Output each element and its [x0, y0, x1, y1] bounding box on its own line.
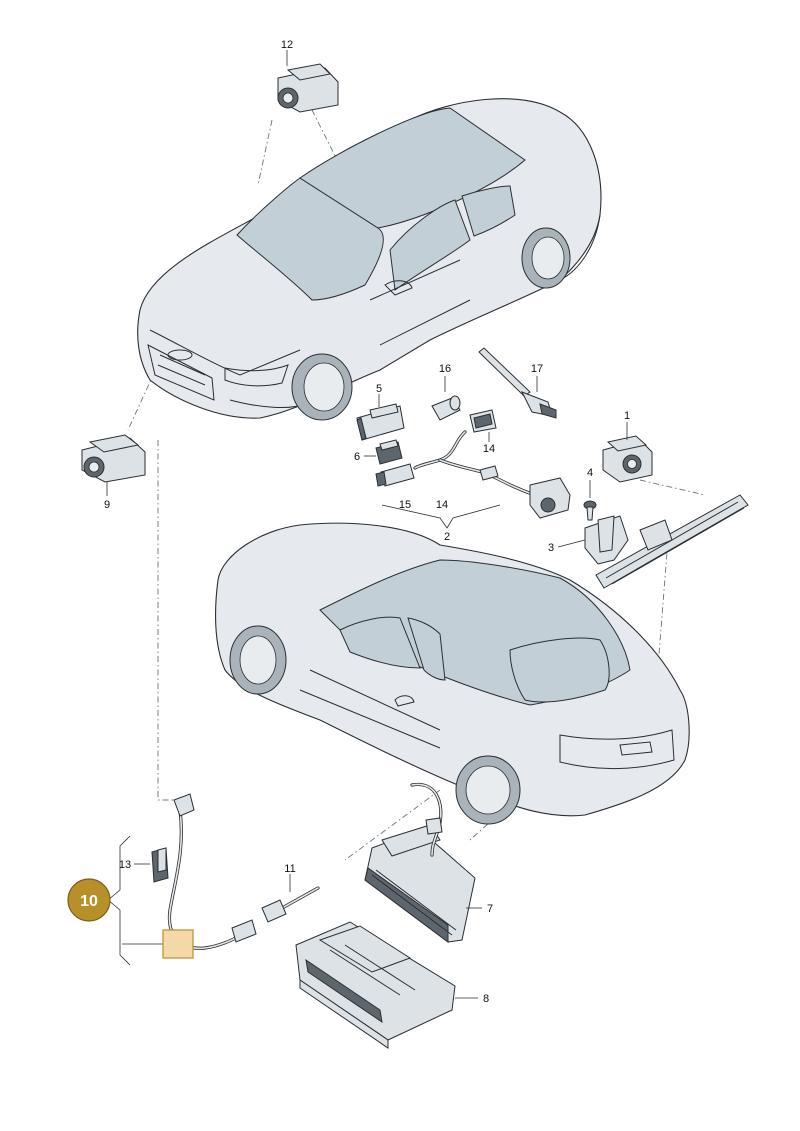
- callout-7[interactable]: 7: [487, 903, 493, 915]
- callout-12[interactable]: 12: [281, 39, 293, 51]
- callout-10: 10: [80, 893, 98, 910]
- part-7-control-unit: [364, 782, 482, 943]
- part-10-cable: [167, 793, 257, 950]
- callout-3[interactable]: 3: [548, 542, 554, 554]
- part-5-bracket: [356, 394, 405, 441]
- part-6-connector: [364, 439, 403, 465]
- part-17-cable-tie: [478, 347, 557, 419]
- part-4-screw: [583, 480, 597, 521]
- part-1-camera: [602, 422, 653, 483]
- callout-13[interactable]: 13: [119, 859, 131, 871]
- callout-16[interactable]: 16: [439, 363, 451, 375]
- callout-9[interactable]: 9: [104, 499, 110, 511]
- part-12-camera: [277, 50, 339, 113]
- callout-8[interactable]: 8: [483, 993, 489, 1005]
- callout-2[interactable]: 2: [444, 531, 450, 543]
- callout-1[interactable]: 1: [624, 410, 630, 422]
- car-rear-view: [215, 522, 690, 825]
- callout-6[interactable]: 6: [354, 451, 360, 463]
- callout-11[interactable]: 11: [284, 863, 295, 875]
- callout-4[interactable]: 4: [587, 467, 593, 479]
- part-14-connector: [469, 409, 497, 442]
- callout-15[interactable]: 15: [399, 499, 411, 511]
- part-9-camera: [81, 434, 146, 496]
- rear-trim-strip: [595, 494, 749, 589]
- part-3-holder: [557, 515, 629, 565]
- callout-17[interactable]: 17: [531, 363, 543, 375]
- callout-14-lower[interactable]: 14: [436, 499, 448, 511]
- part-8-module: [295, 921, 478, 1049]
- part-11-cable: [261, 874, 320, 923]
- car-front-view: [137, 98, 602, 421]
- callout-5[interactable]: 5: [376, 383, 382, 395]
- highlight-box: [162, 929, 194, 959]
- part-13-clip: [134, 847, 169, 883]
- callout-badge-10[interactable]: [67, 878, 111, 922]
- part-2-harness: [375, 430, 571, 529]
- callout-14-upper[interactable]: 14: [483, 443, 495, 455]
- part-16-sleeve: [431, 376, 461, 421]
